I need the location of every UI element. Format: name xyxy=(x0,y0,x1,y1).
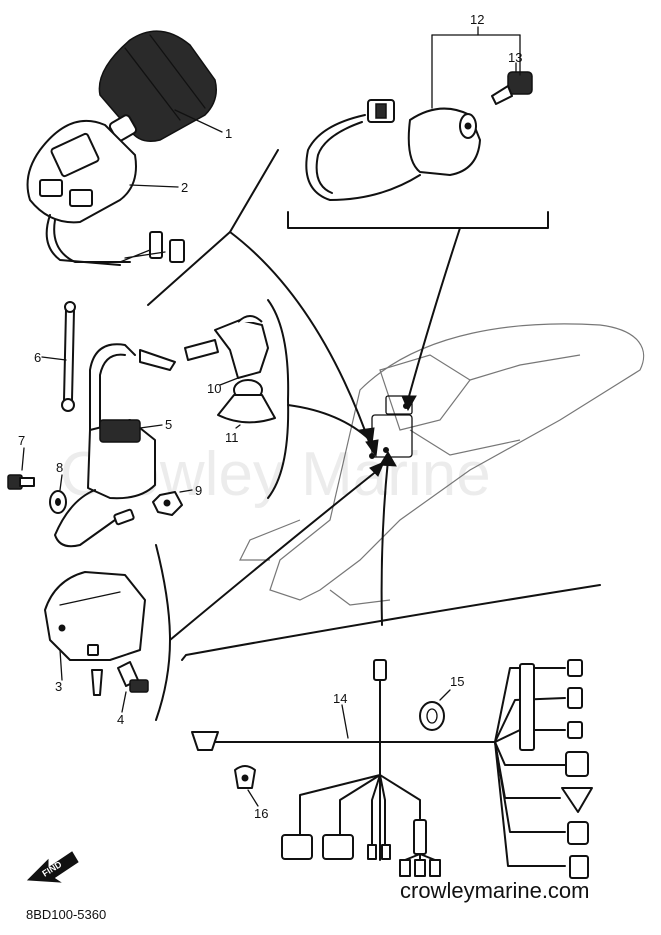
spark-plug-cap-icon xyxy=(139,315,269,379)
group-bracket-ignition xyxy=(287,211,549,229)
callout-1: 1 xyxy=(225,126,232,141)
rubber-grommet-icon xyxy=(217,379,276,424)
diagram-code: 8BD100-5360 xyxy=(26,907,106,922)
nut-icon xyxy=(152,491,183,516)
cdi-unit-icon xyxy=(44,571,146,696)
group-bracket-cdi xyxy=(155,544,171,721)
wire-harness-icon xyxy=(191,659,593,879)
group-bracket-harness xyxy=(181,584,601,661)
strap-icon xyxy=(61,301,76,412)
clamp-icon xyxy=(234,765,256,789)
callout-2: 2 xyxy=(181,180,188,195)
callout-12: 12 xyxy=(470,12,484,27)
washer-icon xyxy=(49,490,67,514)
grommet-icon xyxy=(419,701,445,731)
ignition-switch-icon xyxy=(305,99,481,201)
callout-6: 6 xyxy=(34,350,41,365)
switch-housing-icon xyxy=(26,119,185,266)
callout-16: 16 xyxy=(254,806,268,821)
group-bracket-coil xyxy=(267,299,290,499)
callout-3: 3 xyxy=(55,679,62,694)
screw-icon xyxy=(117,661,149,693)
handlebar-grip-icon xyxy=(98,30,217,142)
callout-7: 7 xyxy=(18,433,25,448)
snowmobile-outline-icon xyxy=(239,323,645,606)
callout-11: 11 xyxy=(225,430,239,445)
ignition-key-icon xyxy=(491,71,533,105)
callout-13: 13 xyxy=(508,50,522,65)
find-arrow-icon: FIND xyxy=(26,851,79,883)
callout-10: 10 xyxy=(207,381,221,396)
group-bracket-switch xyxy=(147,149,279,306)
callout-14: 14 xyxy=(333,691,347,706)
watermark-footer: crowleymarine.com xyxy=(400,878,590,903)
callout-5: 5 xyxy=(165,417,172,432)
callout-15: 15 xyxy=(450,674,464,689)
bolt-icon xyxy=(7,474,35,490)
callout-4: 4 xyxy=(117,712,124,727)
callout-9: 9 xyxy=(195,483,202,498)
callout-8: 8 xyxy=(56,460,63,475)
ignition-coil-icon xyxy=(54,343,156,548)
